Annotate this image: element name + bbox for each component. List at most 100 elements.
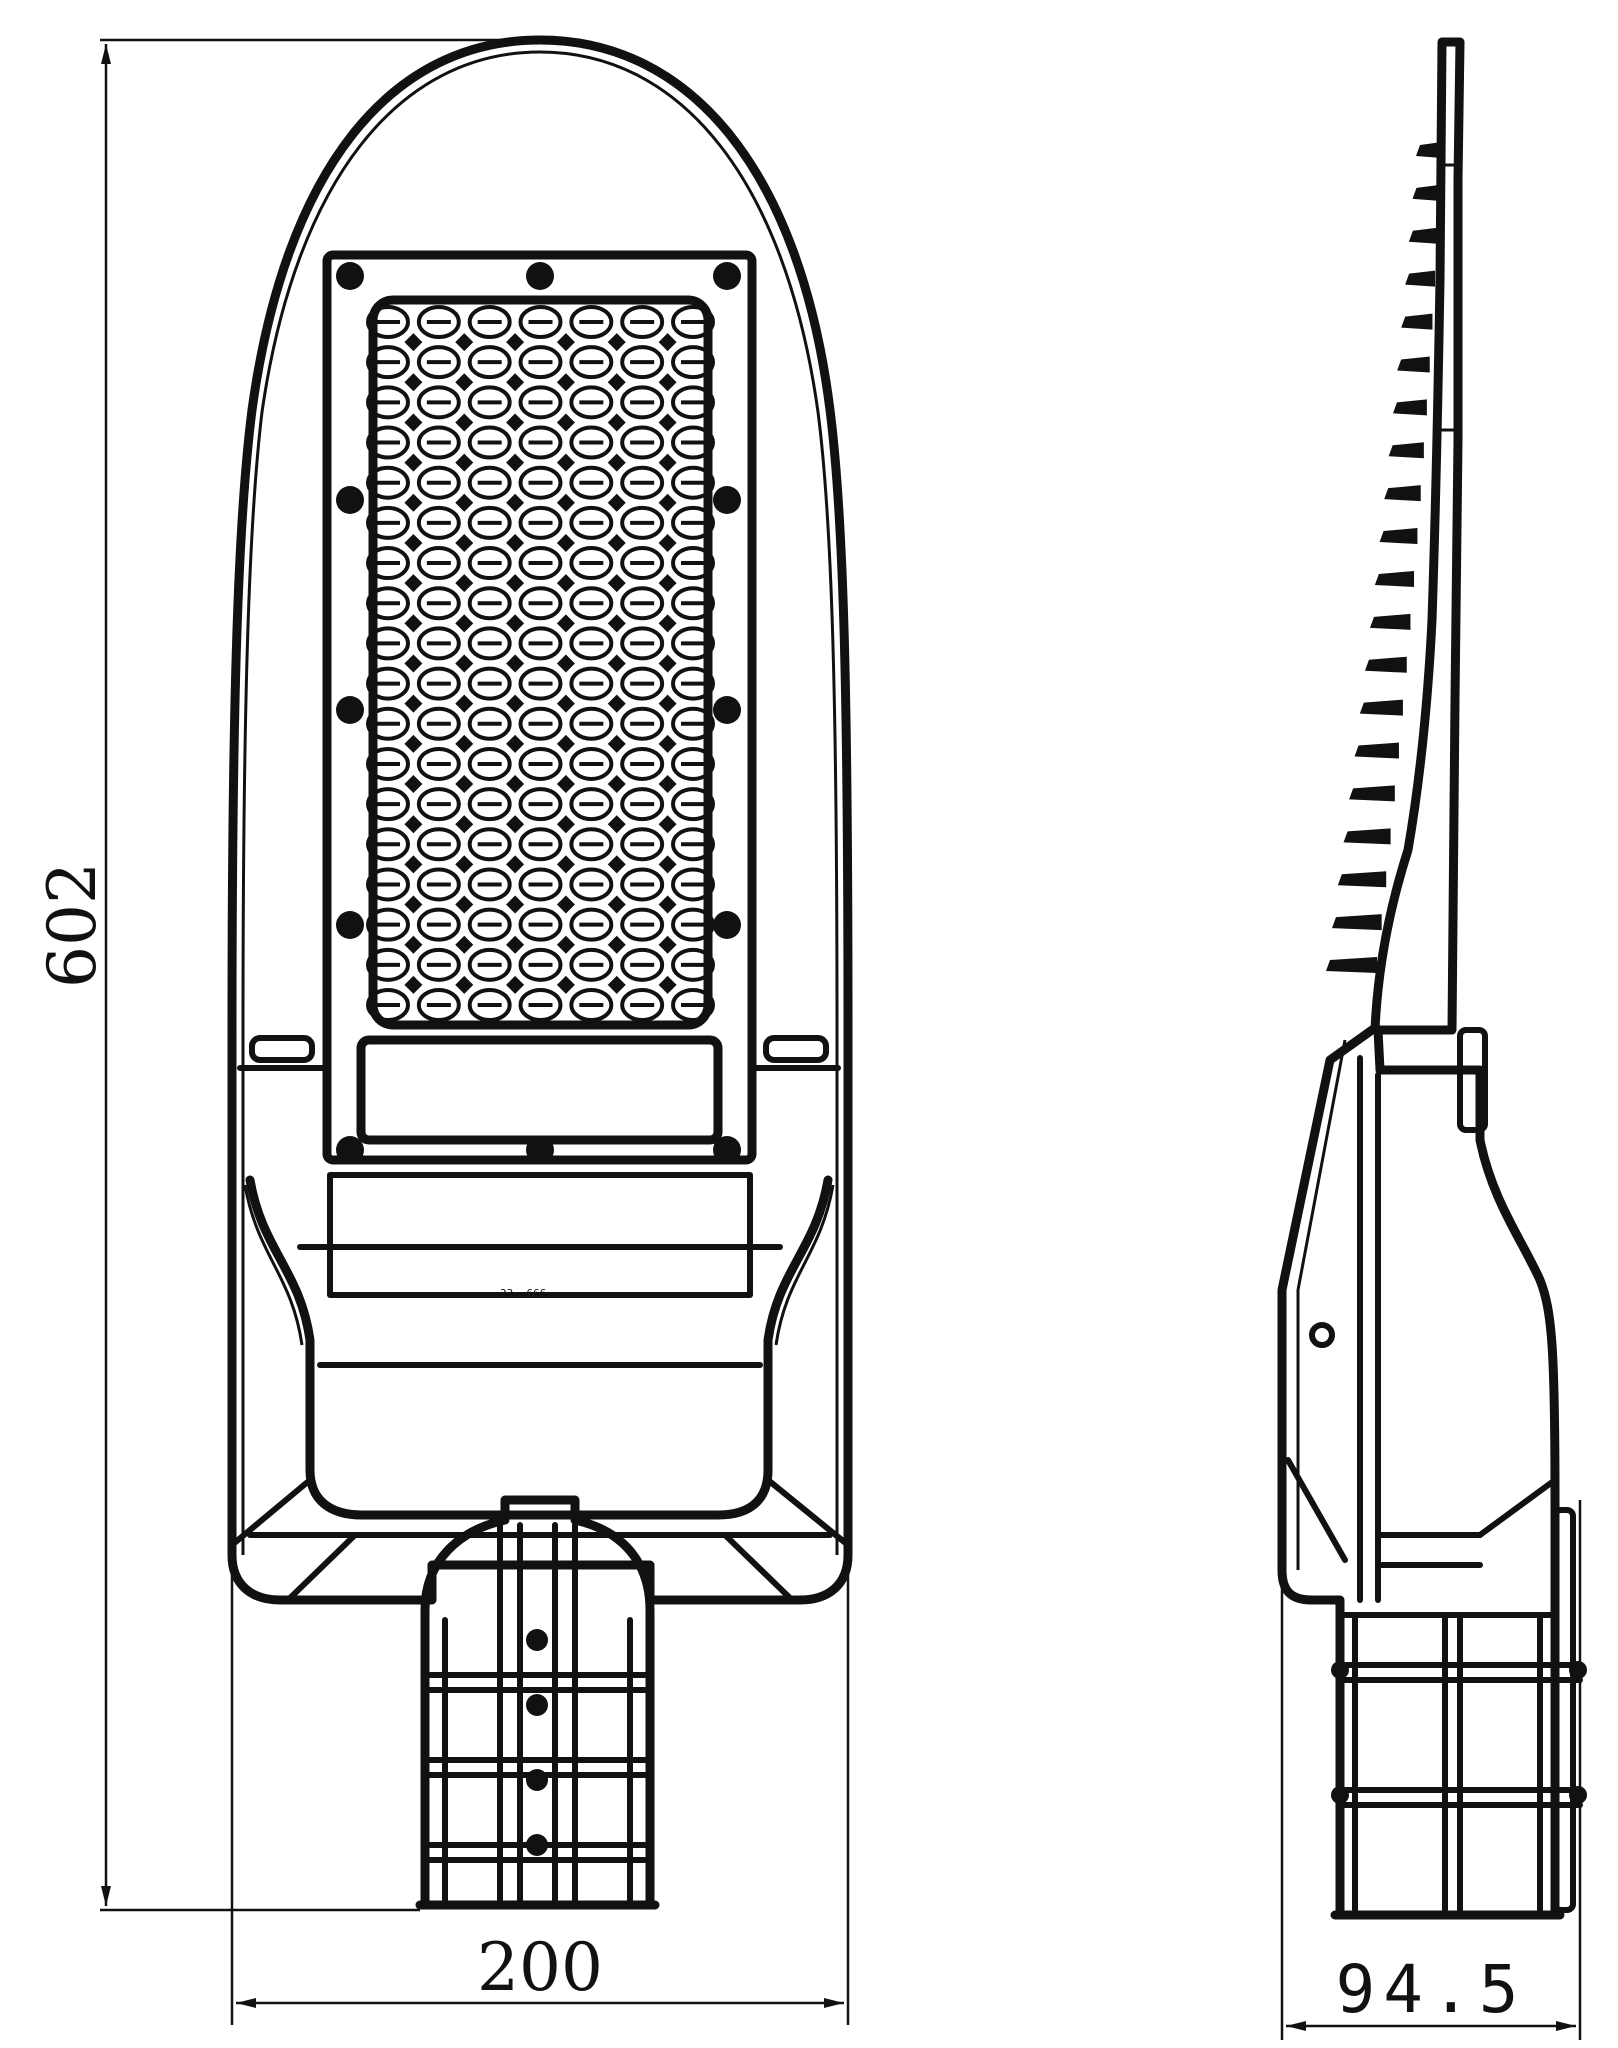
led-lens [620, 345, 665, 380]
led-lens [671, 907, 715, 942]
led-diamond [506, 333, 525, 352]
led-diamond [455, 453, 474, 472]
led-lens [671, 465, 715, 500]
led-diamond [506, 574, 525, 593]
led-lens [518, 827, 563, 862]
led-diamond [455, 775, 474, 794]
heatsink-fin [1397, 356, 1430, 373]
right-clip [763, 1035, 829, 1063]
led-lens [467, 988, 512, 1022]
heatsink-fin [1392, 399, 1427, 416]
led-lens [620, 867, 665, 902]
driver-plate [356, 1035, 723, 1145]
led-lens [416, 947, 461, 982]
heatsink-fin [1369, 613, 1411, 630]
led-diamond [556, 493, 575, 512]
led-diamond [404, 373, 423, 392]
led-diamond [607, 694, 626, 713]
led-lens [366, 505, 410, 540]
led-lens [620, 827, 665, 862]
led-lens [569, 746, 614, 781]
led-lens [366, 746, 410, 781]
led-diamond [556, 614, 575, 633]
led-lens [467, 305, 512, 339]
led-diamond [658, 574, 677, 593]
led-lens [671, 827, 715, 862]
led-diamond [506, 453, 525, 472]
led-diamond [404, 734, 423, 753]
led-diamond [556, 975, 575, 994]
led-lens [366, 827, 410, 862]
led-lens [416, 385, 461, 420]
led-diamond [455, 694, 474, 713]
housing-inner-line [241, 50, 839, 1555]
led-diamond [556, 734, 575, 753]
led-lens [518, 746, 563, 781]
led-lens [416, 505, 461, 540]
led-lens [620, 787, 665, 822]
led-diamond [455, 493, 474, 512]
led-lens [671, 666, 715, 701]
led-lens [366, 425, 410, 460]
led-lens [416, 706, 461, 741]
led-lens [467, 425, 512, 460]
led-diamond [556, 533, 575, 552]
heatsink-fin [1379, 528, 1418, 545]
led-lens [620, 746, 665, 781]
led-lens [620, 666, 665, 701]
led-diamond [455, 654, 474, 673]
led-lens [569, 867, 614, 902]
depth-label: 94.5 [1336, 1951, 1527, 2028]
side-view: 94.5 [1277, 37, 1587, 2040]
led-diamond [556, 935, 575, 954]
led-diamond [455, 373, 474, 392]
led-lens [671, 746, 715, 781]
led-diamond [455, 895, 474, 914]
board-marking: 33. 666 [500, 1287, 546, 1300]
led-lens [518, 988, 563, 1022]
led-lens [467, 546, 512, 581]
led-lens [467, 907, 512, 942]
led-lens [467, 626, 512, 661]
led-lens [671, 706, 715, 741]
led-diamond [404, 694, 423, 713]
led-diamond [607, 333, 626, 352]
led-diamond [404, 775, 423, 794]
pole-mount-grid [415, 1522, 660, 1910]
led-lens [416, 907, 461, 942]
led-lens [416, 626, 461, 661]
led-diamond [658, 453, 677, 472]
led-lens [671, 947, 715, 982]
led-lens [366, 385, 410, 420]
led-lens [366, 586, 410, 621]
led-lens [518, 867, 563, 902]
led-lens [467, 385, 512, 420]
led-lens [671, 305, 715, 339]
led-diamond [556, 895, 575, 914]
led-diamond [455, 975, 474, 994]
led-lens [366, 907, 410, 942]
driver-box [327, 1172, 753, 1298]
led-diamond [658, 373, 677, 392]
led-lens [518, 787, 563, 822]
front-view: 33. 666 [34, 35, 853, 2025]
led-lens [467, 505, 512, 540]
led-diamond [556, 373, 575, 392]
heatsink-fin [1337, 871, 1387, 888]
led-lens [620, 505, 665, 540]
led-diamond [607, 654, 626, 673]
led-lens [467, 867, 512, 902]
led-diamond [658, 935, 677, 954]
led-lens [518, 626, 563, 661]
led-diamond [506, 493, 525, 512]
led-lens [671, 586, 715, 621]
led-lens [671, 385, 715, 420]
led-diamond [506, 775, 525, 794]
led-diamond [658, 493, 677, 512]
led-lens [569, 546, 614, 581]
led-lens [671, 626, 715, 661]
led-diamond [607, 935, 626, 954]
led-diamond [455, 855, 474, 874]
led-diamond [658, 533, 677, 552]
